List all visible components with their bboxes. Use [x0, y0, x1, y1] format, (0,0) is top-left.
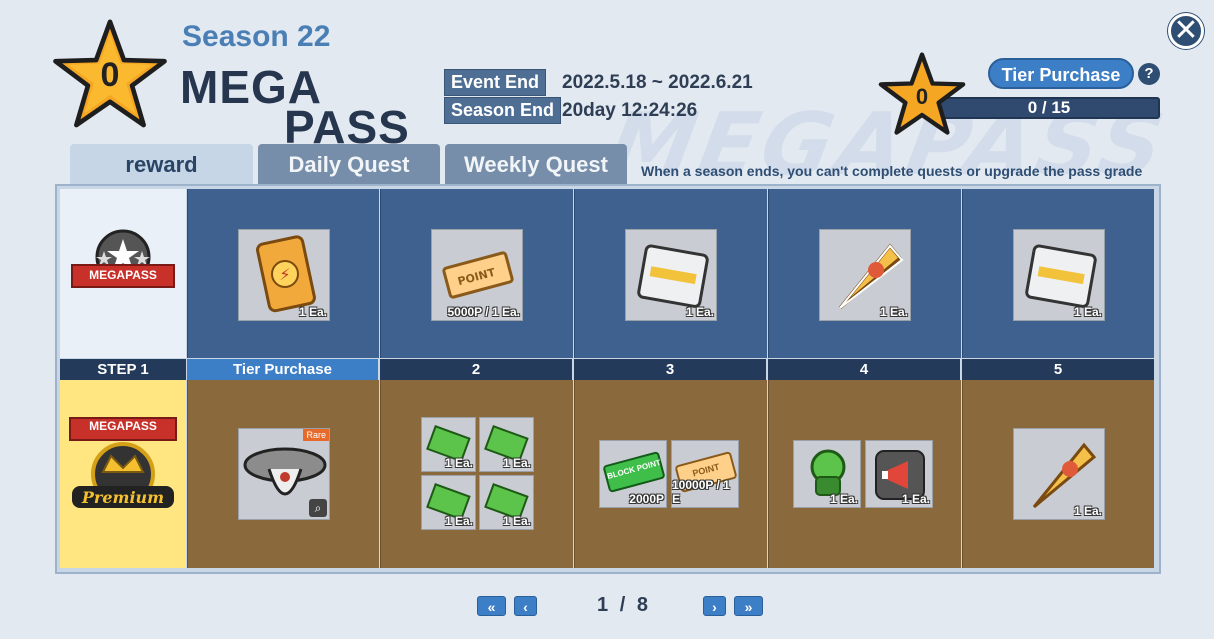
close-icon: ✕ — [1173, 14, 1199, 47]
step-3-label: 3 — [574, 359, 766, 380]
reward-qty: 1 Ea. — [901, 492, 930, 506]
free-reward-cell[interactable]: 1 Ea. — [574, 189, 767, 358]
reward-qty: 10000P / 1 E — [672, 478, 730, 506]
reward-qty: 1 Ea. — [685, 305, 714, 319]
step-5-label: 5 — [962, 359, 1154, 380]
tab-reward[interactable]: reward — [70, 144, 253, 186]
reward-qty: 1 Ea. — [444, 456, 473, 470]
premium-reward-cell[interactable]: 1 Ea. — [962, 380, 1154, 568]
reward-qty: 1 Ea. — [444, 514, 473, 528]
reward-item[interactable]: 1 Ea. — [793, 440, 861, 508]
level-star-icon — [53, 19, 167, 128]
free-reward-cell[interactable]: POINT 5000P / 1 Ea. — [380, 189, 573, 358]
total-pages: 8 — [636, 594, 648, 616]
pizza-slice-icon — [1032, 442, 1097, 509]
tier-progress-text: 0 / 15 — [1027, 98, 1071, 117]
current-page: 1 — [597, 594, 609, 616]
premium-reward-cell[interactable]: 1 Ea. 1 Ea. 1 Ea. 1 Ea. — [380, 380, 573, 568]
megapass-badge-icon — [71, 229, 175, 288]
reward-item[interactable]: 1 Ea. — [421, 475, 476, 530]
reward-item[interactable]: 1 Ea. — [819, 229, 911, 321]
premium-reward-cell[interactable]: 1 Ea. 1 Ea. — [768, 380, 961, 568]
tab-daily-quest[interactable]: Daily Quest — [258, 144, 440, 186]
block-pack-icon — [1025, 244, 1097, 308]
point-ticket-icon — [675, 451, 737, 493]
reward-qty: 1 Ea. — [1073, 305, 1102, 319]
prev-page-button[interactable]: ‹ — [514, 596, 537, 616]
block-point-ticket-icon — [603, 451, 665, 493]
green-block-icon — [484, 425, 529, 463]
close-button[interactable]: ✕ — [1168, 13, 1204, 49]
reward-qty: 1 Ea. — [829, 492, 858, 506]
last-page-button[interactable]: » — [734, 596, 763, 616]
rare-badge: Rare — [303, 429, 329, 441]
reward-qty: 1 Ea. — [502, 514, 531, 528]
title-line1: MEGA — [180, 61, 322, 113]
premium-badge-icon — [69, 417, 177, 508]
green-helmet-icon — [810, 449, 846, 496]
reward-qty: 1 Ea. — [879, 305, 908, 319]
reward-item[interactable]: 1 Ea. — [479, 417, 534, 472]
free-reward-cell[interactable]: 1 Ea. — [962, 189, 1154, 358]
free-pass-label: MEGAPASS — [89, 268, 157, 282]
green-block-icon — [426, 425, 471, 463]
tab-weekly-quest[interactable]: Weekly Quest — [445, 144, 627, 186]
page-indicator: 1 / 8 — [585, 594, 660, 617]
level-number: 0 — [100, 56, 120, 94]
reward-qty: 1 Ea. — [502, 456, 531, 470]
tier-purchase-button[interactable]: Tier Purchase — [988, 58, 1134, 89]
event-end-label: Event End — [444, 69, 547, 96]
first-page-button[interactable]: « — [477, 596, 506, 616]
season-end-note: When a season ends, you can't complete q… — [641, 163, 1143, 179]
hat-head-icon — [243, 447, 327, 496]
step-tier-purchase-label: Tier Purchase — [187, 359, 378, 380]
event-end-value: 2022.5.18 ~ 2022.6.21 — [562, 72, 753, 93]
premium-reward-cell[interactable]: BLOCK POINT 2000P POINT 10000P / 1 E — [574, 380, 767, 568]
free-reward-cell[interactable]: ⚡ 1 Ea. — [187, 189, 379, 358]
season-end-label: Season End — [444, 97, 562, 124]
pizza-slice-icon — [838, 243, 904, 310]
reward-qty: 5000P / 1 Ea. — [447, 305, 520, 319]
svg-text:⚡: ⚡ — [279, 265, 290, 284]
reward-qty: 1 Ea. — [1073, 504, 1102, 518]
premium-reward-cell[interactable]: Rare ⌕ — [187, 380, 379, 568]
reward-qty: 2000P — [629, 492, 664, 506]
free-reward-cell[interactable]: 1 Ea. — [768, 189, 961, 358]
season-end-value: 20day 12:24:26 — [562, 100, 698, 121]
reward-item[interactable]: 1 Ea. — [625, 229, 717, 321]
block-pack-icon — [637, 244, 709, 308]
tier-star-icon — [878, 52, 966, 135]
reward-item[interactable]: 1 Ea. — [1013, 428, 1105, 520]
reward-item[interactable]: 1 Ea. — [479, 475, 534, 530]
green-block-icon — [426, 483, 471, 521]
magnify-icon[interactable]: ⌕ — [309, 499, 327, 517]
premium-script-label: Premium — [81, 488, 165, 507]
tier-level-number: 0 — [915, 84, 929, 109]
reward-item[interactable]: BLOCK POINT 2000P — [599, 440, 667, 508]
megaphone-icon — [875, 450, 925, 500]
reward-qty: 1 Ea. — [298, 305, 327, 319]
reward-item[interactable]: 1 Ea. — [1013, 229, 1105, 321]
reward-item[interactable]: POINT 10000P / 1 E — [671, 440, 739, 508]
reward-item[interactable]: POINT 5000P / 1 Ea. — [431, 229, 523, 321]
tier-card-icon: ⚡ — [256, 235, 316, 313]
reward-item[interactable]: Rare ⌕ — [238, 428, 330, 520]
reward-item[interactable]: ⚡ 1 Ea. — [238, 229, 330, 321]
help-icon[interactable]: ? — [1138, 63, 1160, 85]
reward-item[interactable]: 1 Ea. — [865, 440, 933, 508]
reward-item[interactable]: 1 Ea. — [421, 417, 476, 472]
free-pass-label-cell: MEGAPASS — [60, 189, 186, 358]
green-block-icon — [484, 483, 529, 521]
next-page-button[interactable]: › — [703, 596, 726, 616]
premium-pass-label-cell: MEGAPASS Premium — [60, 380, 186, 568]
premium-pass-label: MEGAPASS — [89, 419, 157, 433]
point-ticket-icon: POINT — [442, 251, 514, 299]
season-label: Season 22 — [182, 20, 331, 53]
page-separator: / — [619, 594, 626, 616]
step-2-label: 2 — [380, 359, 572, 380]
step-1-label: STEP 1 — [60, 359, 186, 380]
step-4-label: 4 — [768, 359, 960, 380]
